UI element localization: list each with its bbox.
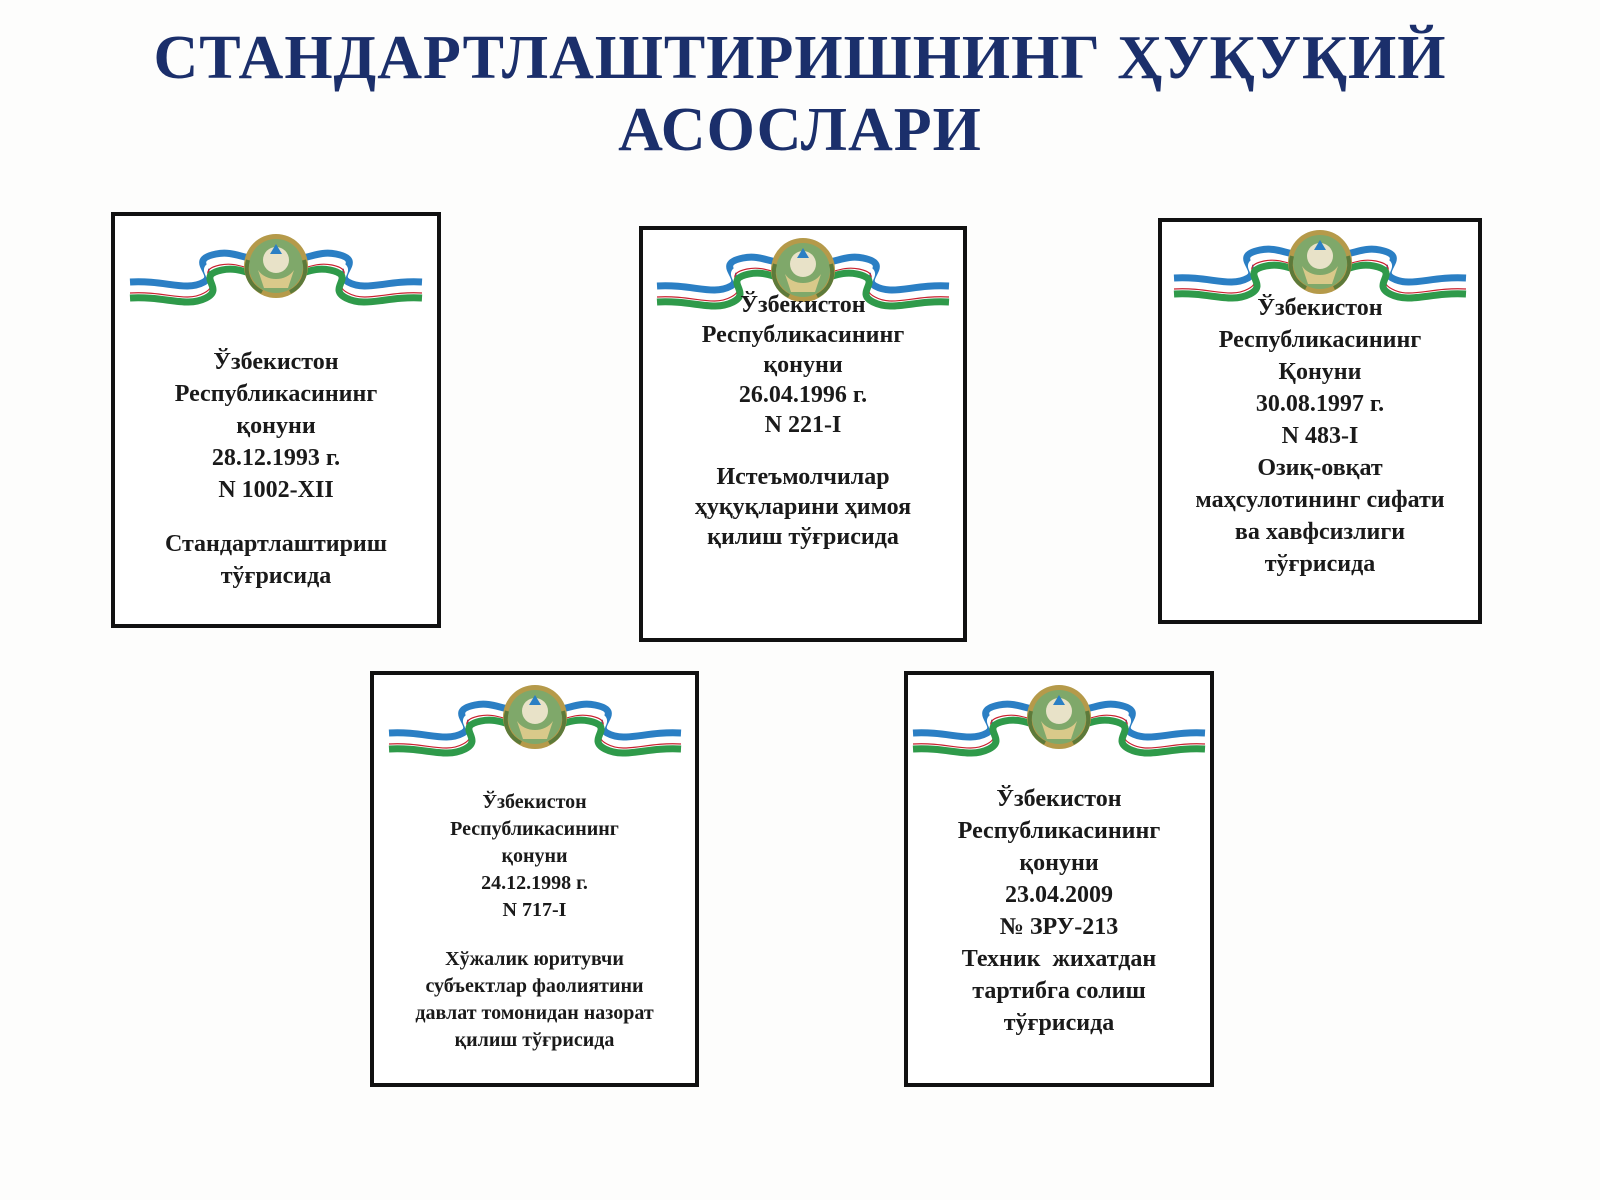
law-subject: ҳуқуқларини ҳимоя	[694, 494, 912, 520]
law-type-line: қонуни	[236, 413, 316, 439]
law-card-2: Ўзбекистон Республикасининг қонуни 26.04…	[639, 226, 967, 642]
law-card-5: Ўзбекистон Республикасининг қонуни 23.04…	[904, 671, 1214, 1087]
law-type-line: қонуни	[1019, 850, 1099, 876]
state-emblem-icon	[126, 230, 426, 310]
law-subject: тартибга солиш	[972, 978, 1146, 1004]
law-date: 23.04.2009	[1005, 882, 1113, 908]
law-date: 30.08.1997 г.	[1255, 391, 1385, 417]
law-card-text: Ўзбекистон Республикасининг қонуни 26.04…	[653, 290, 953, 552]
country-line: Ўзбекистон	[213, 349, 339, 375]
law-number: N 483-I	[1281, 423, 1359, 449]
law-subject: Техник жихатдан	[961, 946, 1157, 972]
law-card-text: Ўзбекистон Республикасининг қонуни 23.04…	[918, 783, 1200, 1039]
law-card-3: Ўзбекистон Республикасининг Қонуни 30.08…	[1158, 218, 1482, 624]
law-date: 24.12.1998 г.	[481, 872, 588, 894]
law-type-line: Қонуни	[1278, 359, 1362, 385]
law-subject: қилиш тўғрисида	[454, 1029, 615, 1051]
law-subject: Хўжалик юритувчи	[445, 948, 624, 970]
law-number: N 1002-XII	[218, 477, 334, 503]
law-date: 28.12.1993 г.	[211, 445, 341, 471]
state-emblem-icon	[909, 681, 1209, 761]
law-subject: давлат томонидан назорат	[415, 1002, 654, 1024]
page-title-line-1: СТАНДАРТЛАШТИРИШНИНГ ҲУҚУҚИЙ	[153, 24, 1447, 92]
law-type-line: қонуни	[501, 845, 568, 867]
republic-line: Республикасининг	[1218, 327, 1422, 353]
republic-line: Республикасининг	[957, 818, 1161, 844]
state-emblem-icon	[385, 681, 685, 761]
law-subject: тўғрисида	[1264, 551, 1376, 577]
law-card-text: Ўзбекистон Республикасининг Қонуни 30.08…	[1172, 292, 1468, 580]
law-number: № ЗРУ-213	[999, 914, 1119, 940]
republic-line: Республикасининг	[450, 818, 619, 840]
law-date: 26.04.1996 г.	[738, 382, 868, 408]
page-title: СТАНДАРТЛАШТИРИШНИНГ ҲУҚУҚИЙ АСОСЛАРИ	[100, 22, 1500, 166]
law-type-line: қонуни	[763, 352, 843, 378]
law-subject: қилиш тўғрисида	[707, 524, 899, 550]
country-line: Ўзбекистон	[996, 786, 1122, 812]
law-subject: субъектлар фаолиятини	[425, 975, 644, 997]
law-subject: Озиқ-овқат	[1257, 455, 1383, 481]
law-subject: Стандартлаштириш	[164, 531, 388, 557]
republic-line: Республикасининг	[174, 381, 378, 407]
law-card-4: Ўзбекистон Республикасининг қонуни 24.12…	[370, 671, 699, 1087]
country-line: Ўзбекистон	[740, 292, 866, 318]
law-number: N 717-I	[502, 899, 567, 921]
country-line: Ўзбекистон	[482, 791, 587, 813]
law-number: N 221-I	[764, 412, 842, 438]
republic-line: Республикасининг	[701, 322, 905, 348]
law-subject: тўғрисида	[220, 563, 332, 589]
law-card-1: Ўзбекистон Республикасининг қонуни 28.12…	[111, 212, 441, 628]
law-subject: Истеъмолчилар	[716, 464, 890, 490]
page-title-line-2: АСОСЛАРИ	[618, 96, 982, 164]
law-subject: тўғрисида	[1003, 1010, 1115, 1036]
country-line: Ўзбекистон	[1257, 295, 1383, 321]
law-card-text: Ўзбекистон Республикасининг қонуни 28.12…	[125, 346, 427, 592]
law-subject: маҳсулотининг сифати	[1195, 487, 1445, 513]
law-subject: ва хавфсизлиги	[1234, 519, 1406, 545]
law-card-text: Ўзбекистон Республикасининг қонуни 24.12…	[384, 789, 685, 1054]
